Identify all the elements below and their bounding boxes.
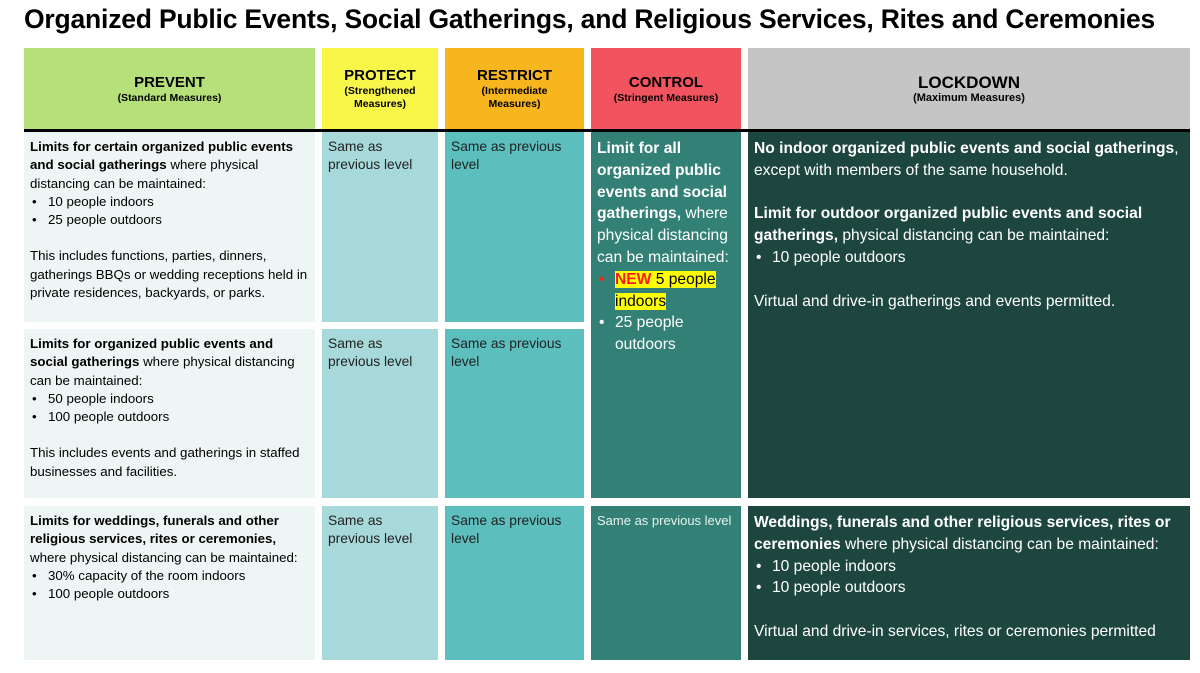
lockdown-row3-bullet: 10 people outdoors [754,577,1184,599]
prevent-row2-heading: Limits for organized public events and s… [30,336,274,370]
header-control-name: CONTROL [628,73,704,91]
prevent-row1-bullet: 25 people outdoors [30,211,309,230]
header-prevent-sub: (Standard Measures) [117,91,222,104]
lockdown-row3: Weddings, funerals and other religious s… [748,506,1190,660]
prevent-row3: Limits for weddings, funerals and other … [24,506,315,660]
header-lockdown-name: LOCKDOWN [918,72,1020,92]
control-bullet: 25 people outdoors [597,312,735,356]
prevent-row2: Limits for organized public events and s… [24,329,315,498]
lockdown-rows1-2: No indoor organized public events and so… [748,132,1190,498]
header-protect-name: PROTECT [344,67,416,84]
header-control: CONTROL (Stringent Measures) [591,48,741,130]
lockdown-p3: Virtual and drive-in gatherings and even… [754,292,1116,310]
header-prevent-name: PREVENT [134,73,205,91]
header-lockdown-sub: (Maximum Measures) [913,91,1025,104]
prevent-row3-bullet: 30% capacity of the room indoors [30,567,309,586]
prevent-row1-text: where physical distancing can be maintai… [30,157,259,191]
prevent-row3-heading: Limits for weddings, funerals and other … [30,513,279,547]
restrict-row1: Same as previous level [445,132,584,322]
lockdown-row3-note: Virtual and drive-in services, rites or … [754,622,1156,640]
header-restrict: RESTRICT (Intermediate Measures) [445,48,584,130]
prevent-row2-note: This includes events and gatherings in s… [30,445,300,479]
control-new-bullet: NEW 5 people indoors [597,269,735,313]
lockdown-row3-bullet: 10 people indoors [754,556,1184,578]
prevent-row1: Limits for certain organized public even… [24,132,315,322]
lockdown-p2-bullet: 10 people outdoors [754,247,1184,269]
prevent-row1-bullet: 10 people indoors [30,193,309,212]
control-text: where physical distancing can be maintai… [597,205,729,266]
lockdown-p2-heading: Limit for outdoor organized public event… [754,205,1143,245]
header-protect-sub: (Strengthened Measures) [344,85,416,110]
control-heading: Limit for all organized public events an… [597,140,728,223]
prevent-row1-heading: Limits for certain organized public even… [30,139,294,173]
header-divider [24,129,1190,132]
control-row3: Same as previous level [591,506,741,660]
prevent-row3-text: where physical distancing can be maintai… [30,549,298,565]
lockdown-p2-text: physical distancing can be maintained: [838,227,1110,245]
new-badge: NEW [615,270,652,288]
restrict-row3: Same as previous level [445,506,584,660]
prevent-row3-bullet: 100 people outdoors [30,585,309,604]
prevent-row2-bullet: 100 people outdoors [30,408,309,427]
control-new-bullet-text: 5 people indoors [615,270,716,310]
lockdown-p1-text: , except with members of the same househ… [754,140,1179,179]
prevent-row1-note: This includes functions, parties, dinner… [30,248,308,301]
header-control-sub: (Stringent Measures) [613,91,719,104]
header-protect: PROTECT (Strengthened Measures) [322,48,438,130]
protect-row2: Same as previous level [322,329,438,498]
restrict-row2: Same as previous level [445,329,584,498]
lockdown-p1-heading: No indoor organized public events and so… [754,140,1175,157]
prevent-row2-text: where physical distancing can be maintai… [30,354,295,388]
lockdown-row3-text: where physical distancing can be maintai… [840,535,1159,553]
header-lockdown: LOCKDOWN (Maximum Measures) [748,48,1190,130]
lockdown-row3-heading: Weddings, funerals and other religious s… [754,514,1171,553]
header-prevent: PREVENT (Standard Measures) [24,48,315,130]
protect-row3: Same as previous level [322,506,438,660]
header-restrict-name: RESTRICT [477,67,552,84]
prevent-row2-bullet: 50 people indoors [30,390,309,409]
control-rows1-2: Limit for all organized public events an… [591,132,741,498]
header-restrict-sub: (Intermediate Measures) [481,85,548,110]
protect-row1: Same as previous level [322,132,438,322]
page-title: Organized Public Events, Social Gatherin… [24,4,1156,34]
